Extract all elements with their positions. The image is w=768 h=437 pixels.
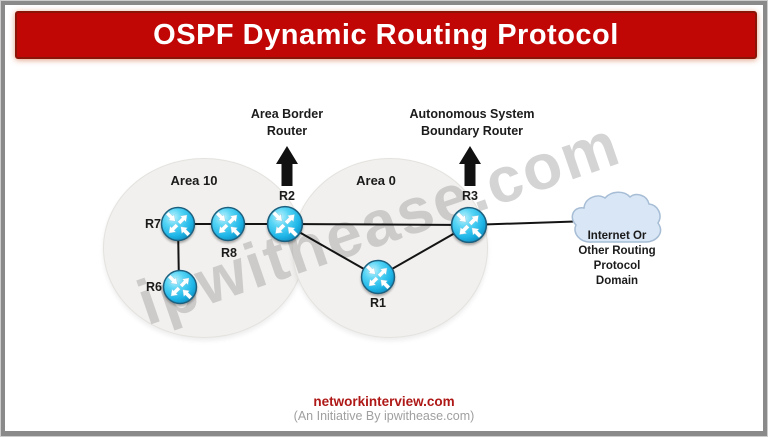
router-r8-label: R8 bbox=[221, 246, 237, 260]
router-r3-label: R3 bbox=[462, 189, 478, 203]
abr-annotation: Area Border Router bbox=[251, 106, 323, 140]
cloud-caption-line2: Other Routing bbox=[578, 245, 656, 257]
asbr-annotation-line1: Autonomous System bbox=[409, 107, 535, 121]
area-10-label: Area 10 bbox=[170, 173, 218, 188]
abr-annotation-line1: Area Border bbox=[250, 107, 324, 121]
router-r7-label: R7 bbox=[145, 217, 161, 231]
area-10-ellipse bbox=[103, 158, 305, 338]
router-r3-icon bbox=[450, 206, 488, 244]
asbr-annotation: Autonomous System Boundary Router bbox=[409, 106, 534, 140]
link-r2-r3 bbox=[284, 223, 470, 226]
router-r2-label: R2 bbox=[279, 189, 295, 203]
abr-annotation-line2: Router bbox=[266, 124, 308, 138]
router-r8-icon bbox=[210, 206, 246, 242]
router-r6-icon bbox=[162, 269, 198, 305]
page-title: OSPF Dynamic Routing Protocol bbox=[153, 18, 619, 51]
cloud-caption: Internet Or Other Routing Protocol Domai… bbox=[578, 229, 655, 289]
cloud-caption-line4: Domain bbox=[595, 275, 639, 287]
area-0-label: Area 0 bbox=[356, 173, 396, 188]
router-r7-icon bbox=[160, 206, 196, 242]
title-banner: OSPF Dynamic Routing Protocol bbox=[15, 11, 757, 59]
link-r3-cloud bbox=[468, 220, 591, 226]
cloud-caption-line3: Protocol bbox=[593, 260, 641, 272]
area-0-ellipse bbox=[292, 158, 488, 338]
router-r1-icon bbox=[360, 259, 396, 295]
cloud-caption-line1: Internet Or bbox=[587, 230, 647, 242]
internet-cloud-icon bbox=[571, 191, 662, 243]
abr-up-arrow-icon bbox=[276, 146, 298, 186]
footer-site-link: networkinterview.com bbox=[313, 394, 455, 409]
router-r1-label: R1 bbox=[370, 296, 386, 310]
router-r2-icon bbox=[266, 205, 304, 243]
asbr-annotation-line2: Boundary Router bbox=[420, 124, 524, 138]
footer-note: (An Initiative By ipwithease.com) bbox=[293, 409, 475, 423]
asbr-up-arrow-icon bbox=[459, 146, 481, 186]
router-r6-label: R6 bbox=[146, 280, 162, 294]
